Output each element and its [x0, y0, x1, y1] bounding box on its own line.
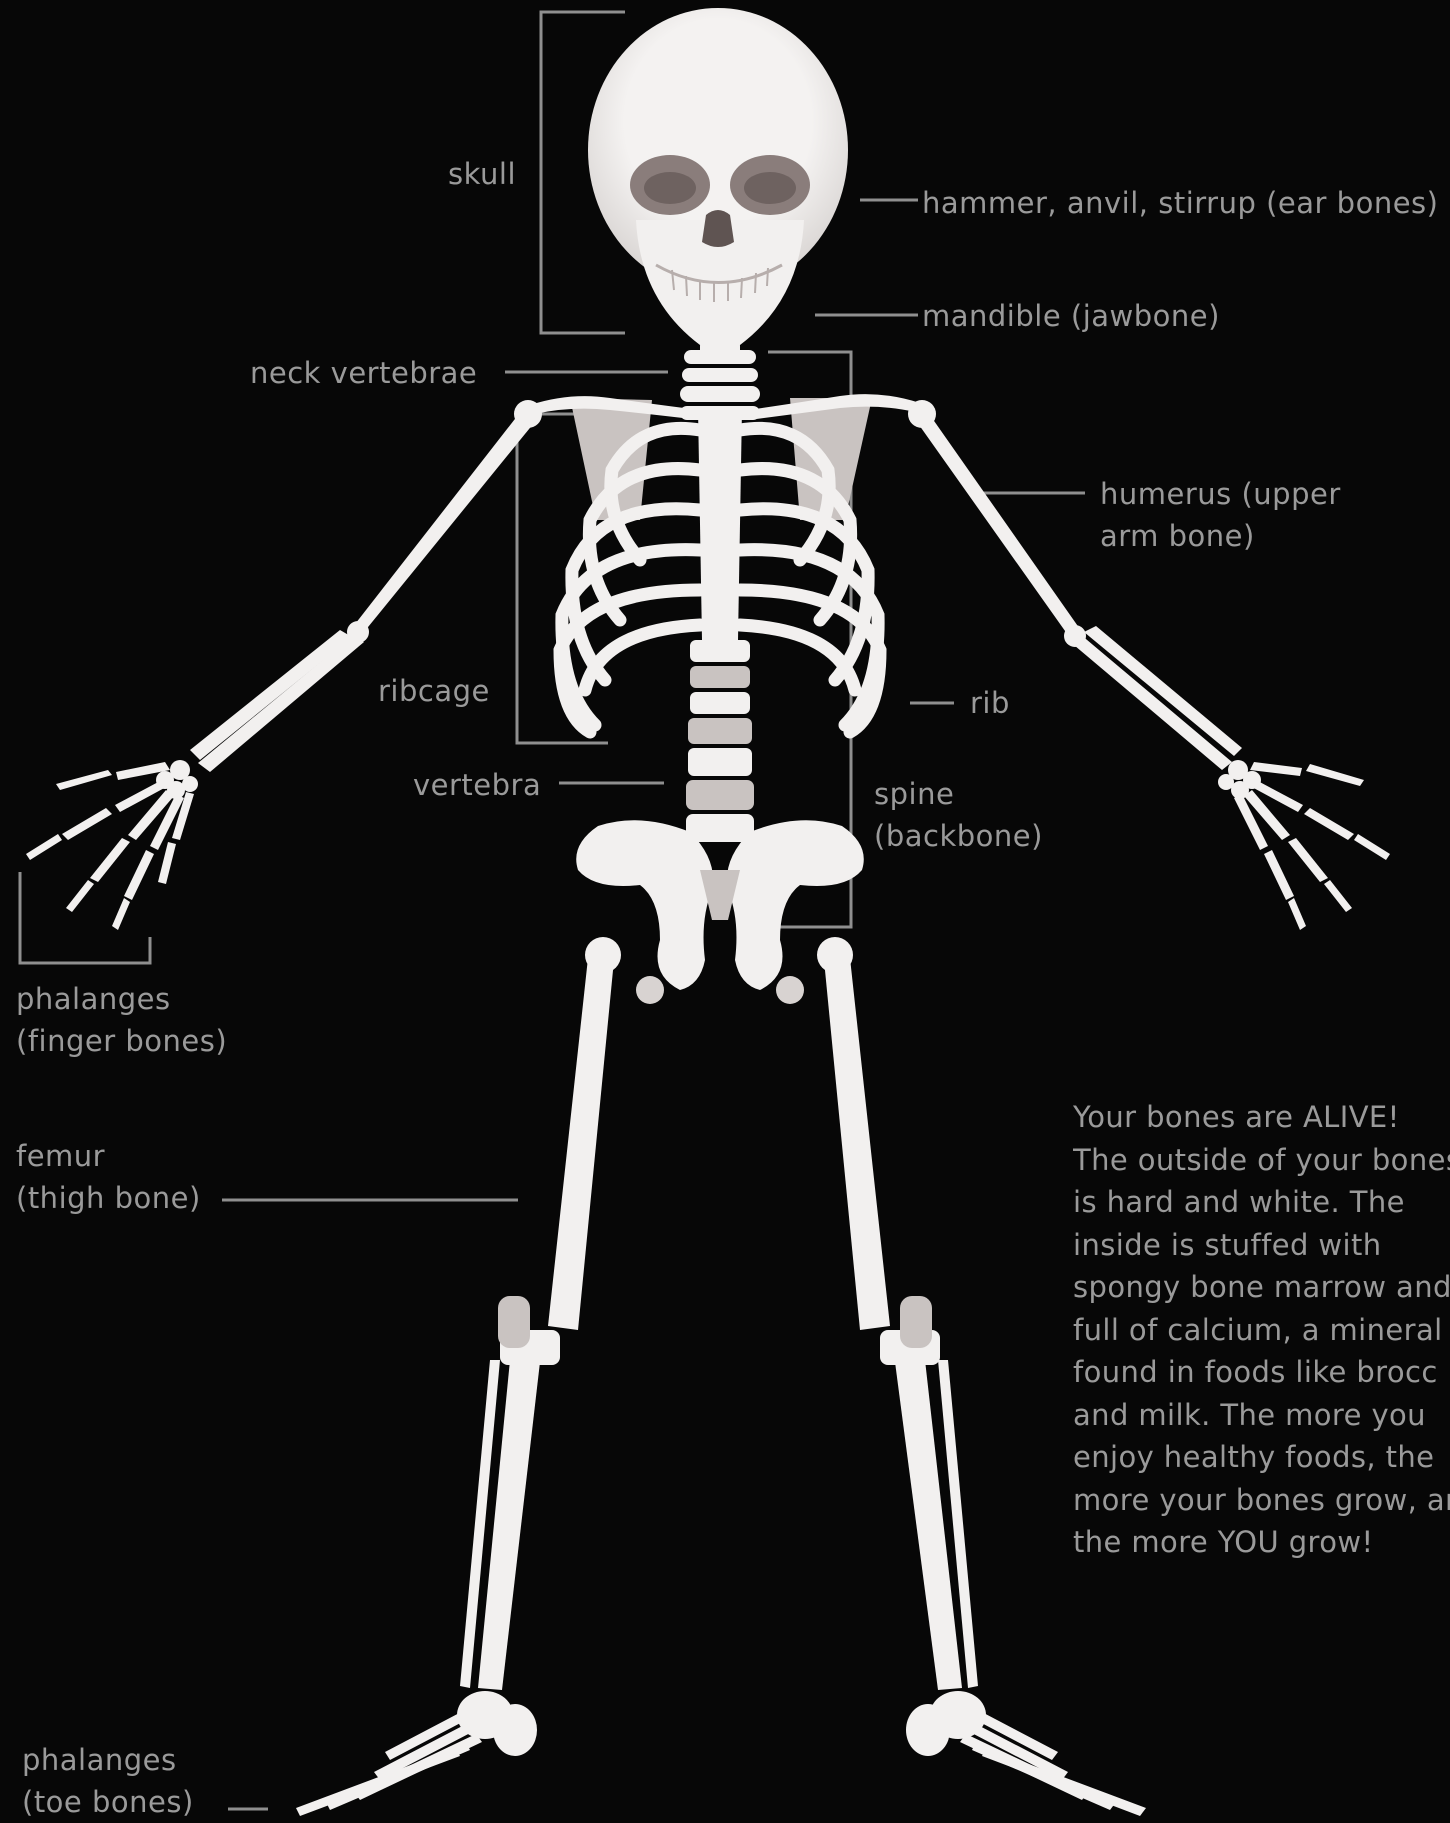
- paragraph-line: inside is stuffed with: [1073, 1224, 1450, 1267]
- label-skull: skull: [448, 153, 516, 195]
- label-ear-bones: hammer, anvil, stirrup (ear bones): [922, 182, 1438, 224]
- label-spine: spine(backbone): [874, 773, 1043, 857]
- label-finger-phalanges: phalanges(finger bones): [16, 978, 227, 1062]
- paragraph-line: enjoy healthy foods, the: [1073, 1436, 1450, 1479]
- femur-left: [548, 958, 614, 1330]
- paragraph-line: is hard and white. The: [1073, 1181, 1450, 1224]
- sternum: [698, 408, 742, 640]
- bones-info-paragraph: Your bones are ALIVE! The outside of you…: [1073, 1096, 1450, 1564]
- paragraph-line: the more YOU grow!: [1073, 1521, 1450, 1564]
- label-femur: femur(thigh bone): [16, 1135, 201, 1219]
- right-hand: [1218, 760, 1390, 930]
- label-ribcage: ribcage: [378, 670, 490, 712]
- paragraph-line: full of calcium, a mineral: [1073, 1309, 1450, 1352]
- ulna-left: [190, 630, 352, 760]
- left-hand: [26, 760, 198, 930]
- ulna-right: [1084, 626, 1242, 756]
- radius-right: [1068, 634, 1232, 770]
- left-foot: [296, 1691, 537, 1816]
- sacrum: [700, 870, 740, 920]
- label-vertebra: vertebra: [413, 764, 541, 806]
- label-toe-phalanges: phalanges(toe bones): [22, 1739, 194, 1823]
- right-foot: [906, 1691, 1146, 1816]
- paragraph-line: more your bones grow, an: [1073, 1479, 1450, 1522]
- femur-right: [824, 958, 890, 1330]
- kneecap-right: [900, 1296, 932, 1348]
- paragraph-line: spongy bone marrow and: [1073, 1266, 1450, 1309]
- kneecap-left: [498, 1296, 530, 1348]
- paragraph-line: The outside of your bones: [1073, 1139, 1450, 1182]
- label-rib: rib: [970, 682, 1010, 724]
- radius-left: [198, 636, 364, 772]
- skull: [588, 8, 848, 345]
- humerus-right: [912, 411, 1082, 638]
- label-mandible: mandible (jawbone): [922, 295, 1220, 337]
- paragraph-line: found in foods like brocc: [1073, 1351, 1450, 1394]
- paragraph-line: Your bones are ALIVE!: [1073, 1096, 1450, 1139]
- paragraph-line: and milk. The more you: [1073, 1394, 1450, 1437]
- nasal-cavity: [702, 210, 734, 247]
- humerus-left: [352, 411, 538, 632]
- label-neck-vertebrae: neck vertebrae: [250, 352, 477, 394]
